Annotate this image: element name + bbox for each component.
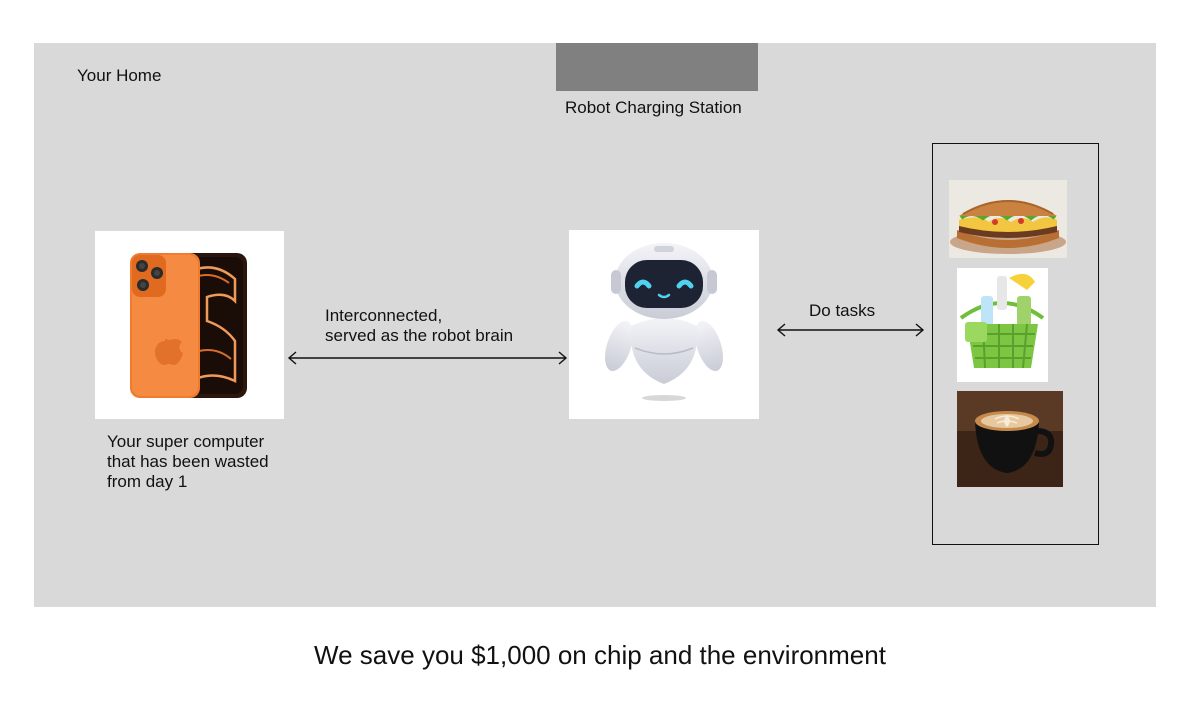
cleaning-basket-icon [957,268,1048,382]
task-sandwich [949,180,1067,258]
robot-tasks-arrow [776,323,925,337]
robot-card [569,230,759,419]
coffee-cup-icon [957,391,1063,487]
task-coffee [957,391,1063,487]
home-title: Your Home [77,66,162,85]
phone-robot-arrow [287,351,568,365]
robot-icon [605,243,723,401]
tasks-box [932,143,1099,545]
footer-caption: We save you $1,000 on chip and the envir… [314,640,886,670]
smartphone-icon [130,253,247,398]
connection-label: Interconnected, served as the robot brai… [325,306,514,345]
charging-station [556,43,758,91]
phone-card [95,231,284,419]
tasks-label: Do tasks [809,301,876,320]
charging-station-label: Robot Charging Station [565,98,742,117]
phone-caption: Your super computer that has been wasted… [107,432,269,491]
sandwich-icon [949,180,1067,258]
task-cleaning [957,268,1048,382]
